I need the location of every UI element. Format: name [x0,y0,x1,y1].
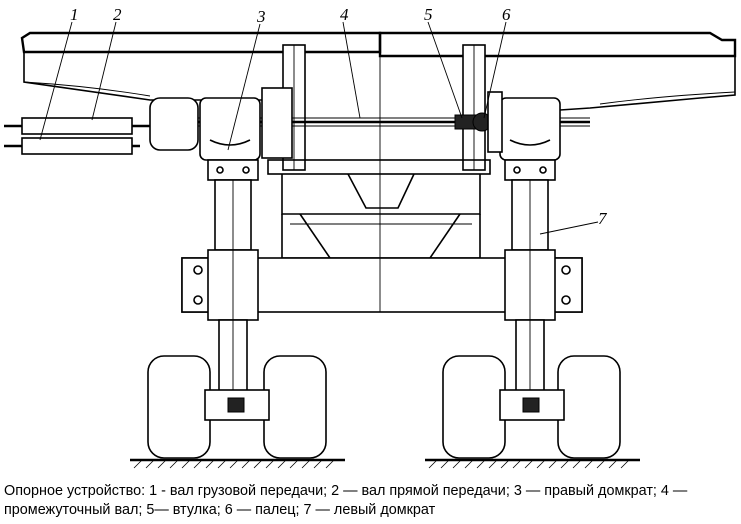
callout-4: 4 [340,5,349,24]
left-wheels [130,355,345,469]
callout-5: 5 [424,5,433,24]
leader-lines [39,21,599,235]
figure-caption: Опорное устройство: 1 - вал грузовой пер… [4,483,688,518]
frame-beam [20,31,737,300]
support-device-drawing: 1 2 3 4 5 6 7 [4,5,737,469]
callout-6: 6 [502,5,511,24]
center-posts [267,44,491,175]
callout-labels: 1 2 3 4 5 6 7 [70,5,608,228]
left-gearbox [199,87,293,181]
callout-1: 1 [70,5,79,24]
callout-2: 2 [113,5,122,24]
right-wheels [425,355,640,469]
callout-7: 7 [598,209,608,228]
callout-3: 3 [256,7,266,26]
right-gearbox [487,91,590,181]
cross-member [281,173,481,259]
left-jack [207,179,259,393]
right-jack [504,179,556,393]
